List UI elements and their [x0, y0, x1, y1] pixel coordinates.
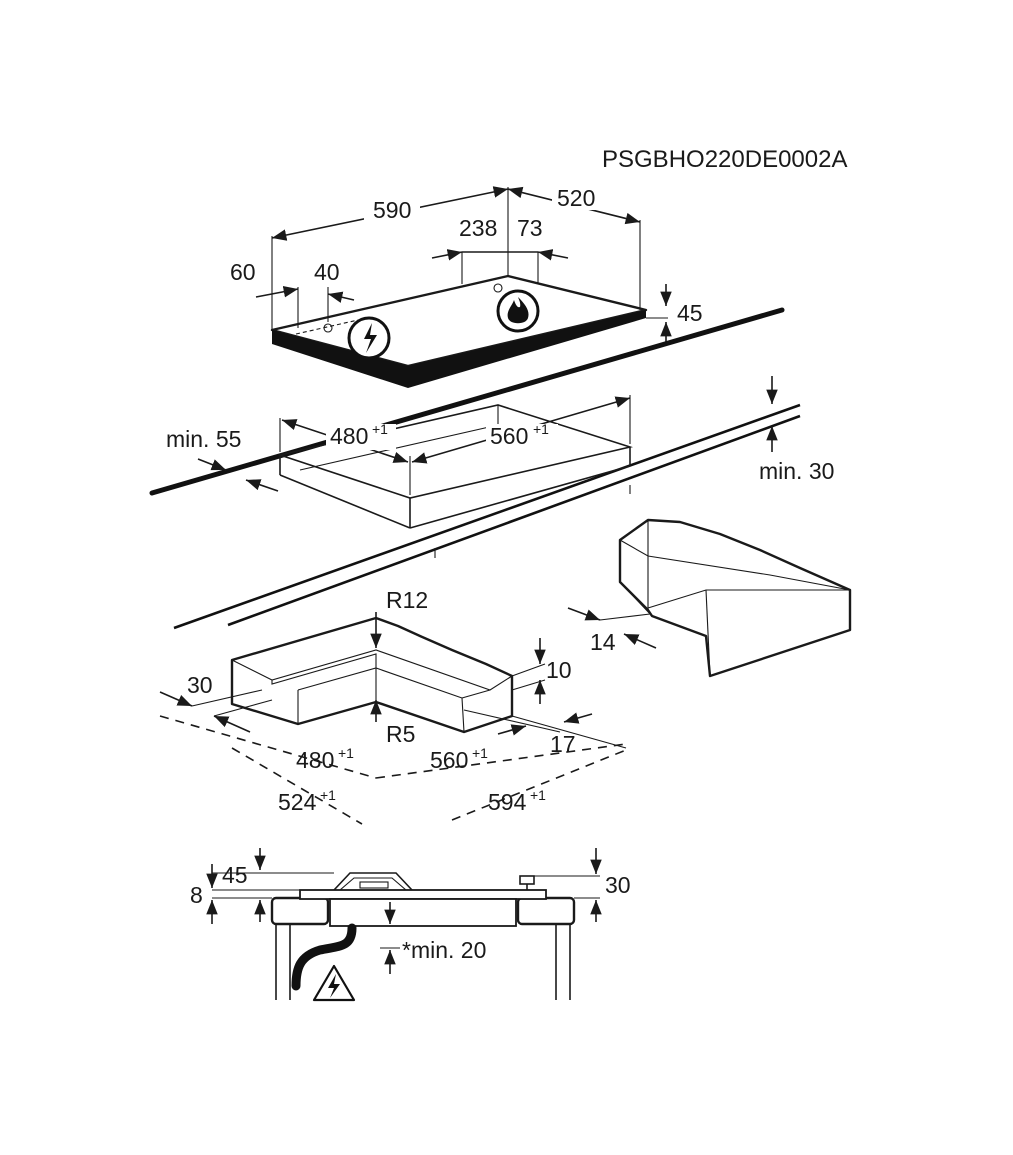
corner-profile	[159, 612, 627, 825]
dim-inner-width-tol: +1	[338, 745, 354, 761]
flame-circle-icon	[496, 289, 540, 333]
hob-edge	[272, 310, 646, 388]
dim-hob-width: 590	[373, 197, 411, 223]
dim-cutout-depth: 560	[490, 423, 528, 449]
dim-inner-width: 480	[296, 747, 334, 773]
dim-side-ledge: 14	[590, 629, 616, 655]
dim-outer-width-tol: +1	[320, 787, 336, 803]
dim-hob-depth: 520	[557, 185, 595, 211]
dim-radius-inner: R5	[386, 721, 415, 747]
dim-radius-outer: R12	[386, 587, 428, 613]
dim-ledge-height: 10	[546, 657, 572, 683]
dim-section-min-clearance: *min. 20	[402, 937, 486, 963]
electric-warning-triangle-icon	[312, 964, 356, 1002]
dim-outer-depth: 594	[488, 789, 527, 815]
side-profile	[567, 518, 852, 678]
cross-section	[206, 848, 602, 1002]
drawing-code: PSGBHO220DE0002A	[602, 146, 847, 173]
dim-inner-depth: 560	[430, 747, 468, 773]
hob-top-view	[255, 186, 672, 388]
dim-cutout-depth-tol: +1	[533, 421, 549, 437]
dim-inner-depth-tol: +1	[472, 745, 488, 761]
dim-section-right-height: 30	[605, 872, 631, 898]
gas-connection-hole	[493, 283, 503, 293]
dim-elec-offset: 40	[314, 259, 340, 285]
dim-outer-width: 524	[278, 789, 317, 815]
dim-min-front: min. 55	[166, 426, 241, 452]
dim-front-offset: 30	[187, 672, 213, 698]
dim-rear-offset: 17	[550, 731, 576, 757]
dim-section-top-height: 45	[222, 862, 248, 888]
dim-outer-depth-tol: +1	[530, 787, 546, 803]
lightning-circle-icon	[347, 316, 391, 360]
dim-cutout-width-tol: +1	[372, 421, 388, 437]
electric-connection-hole	[323, 323, 333, 333]
dim-section-recess: 8	[190, 882, 203, 908]
dim-cutout-width: 480	[330, 423, 368, 449]
dim-hob-height: 45	[677, 300, 703, 326]
dim-gas-offset: 238	[459, 215, 497, 241]
dim-min-worktop: min. 30	[759, 458, 834, 484]
dim-gas-side: 73	[517, 215, 543, 241]
worktop-cutout	[149, 307, 801, 630]
dim-edge-left: 60	[230, 259, 256, 285]
